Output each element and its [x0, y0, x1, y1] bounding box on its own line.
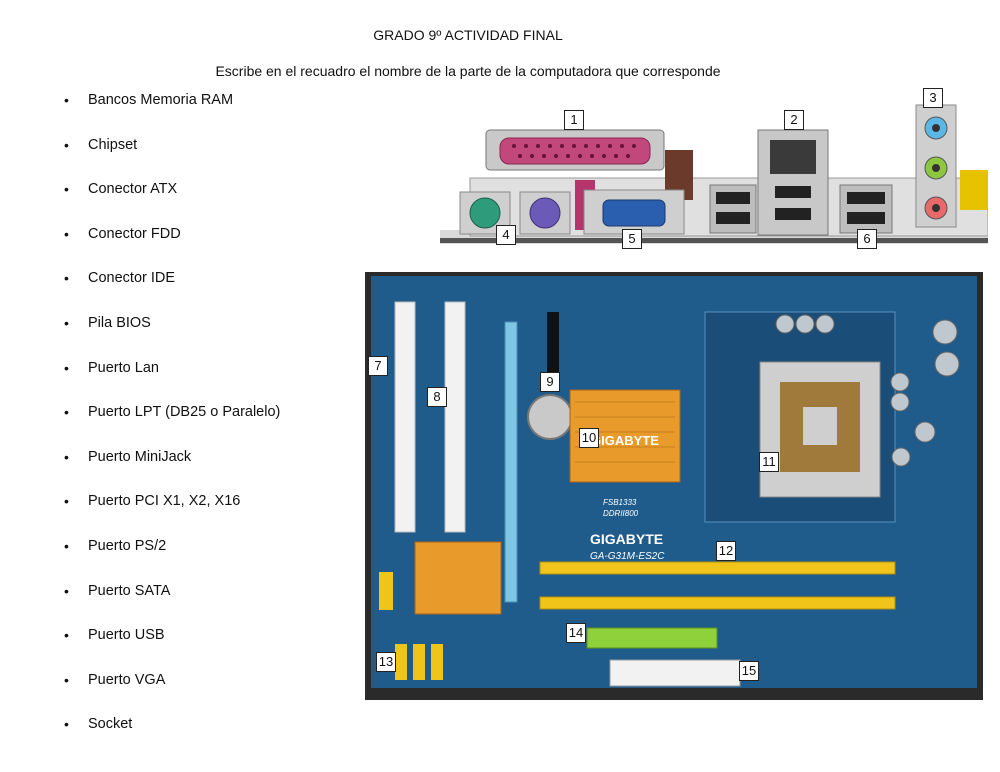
board-brand: GIGABYTE [590, 531, 663, 547]
label-box-4: 4 [496, 225, 516, 245]
fsb-text: FSB1333 [603, 498, 637, 507]
list-item: Conector ATX [60, 178, 280, 223]
label-box-7: 7 [368, 356, 388, 376]
list-item: Pila BIOS [60, 312, 280, 357]
ddr-text: DDRII800 [603, 509, 639, 518]
motherboard-illustration: GIGABYTE FSB1333 DDRII800 GIGABYTE GA-G3… [365, 272, 983, 700]
list-item: Puerto LPT (DB25 o Paralelo) [60, 401, 280, 446]
list-item: Puerto Lan [60, 357, 280, 402]
label-box-15: 15 [739, 661, 759, 681]
list-item: Chipset [60, 134, 280, 179]
list-item: Socket [60, 713, 280, 758]
heatsink-brand: GIGABYTE [591, 433, 659, 448]
label-box-3: 3 [923, 88, 943, 108]
page-title: GRADO 9º ACTIVIDAD FINAL [373, 27, 563, 43]
list-item: Puerto MiniJack [60, 446, 280, 491]
label-box-9: 9 [540, 372, 560, 392]
board-model: GA-G31M-ES2C [590, 551, 665, 562]
list-item: Puerto PCI X1, X2, X16 [60, 490, 280, 535]
parts-list: Bancos Memoria RAM Chipset Conector ATX … [60, 89, 280, 758]
label-box-1: 1 [564, 110, 584, 130]
list-item: Conector IDE [60, 267, 280, 312]
list-item: Puerto VGA [60, 669, 280, 714]
instruction-text: Escribe en el recuadro el nombre de la p… [215, 63, 721, 79]
label-box-12: 12 [716, 541, 736, 561]
list-item: Puerto PS/2 [60, 535, 280, 580]
list-item: Bancos Memoria RAM [60, 89, 280, 134]
label-box-5: 5 [622, 229, 642, 249]
label-box-6: 6 [857, 229, 877, 249]
label-box-2: 2 [784, 110, 804, 130]
label-box-14: 14 [566, 623, 586, 643]
list-item: Conector FDD [60, 223, 280, 268]
list-item: Puerto SATA [60, 580, 280, 625]
label-box-8: 8 [427, 387, 447, 407]
rear-io-panel-illustration [440, 104, 988, 244]
label-box-11: 11 [759, 452, 779, 472]
label-box-13: 13 [376, 652, 396, 672]
label-box-10: 10 [579, 428, 599, 448]
list-item: Puerto USB [60, 624, 280, 669]
